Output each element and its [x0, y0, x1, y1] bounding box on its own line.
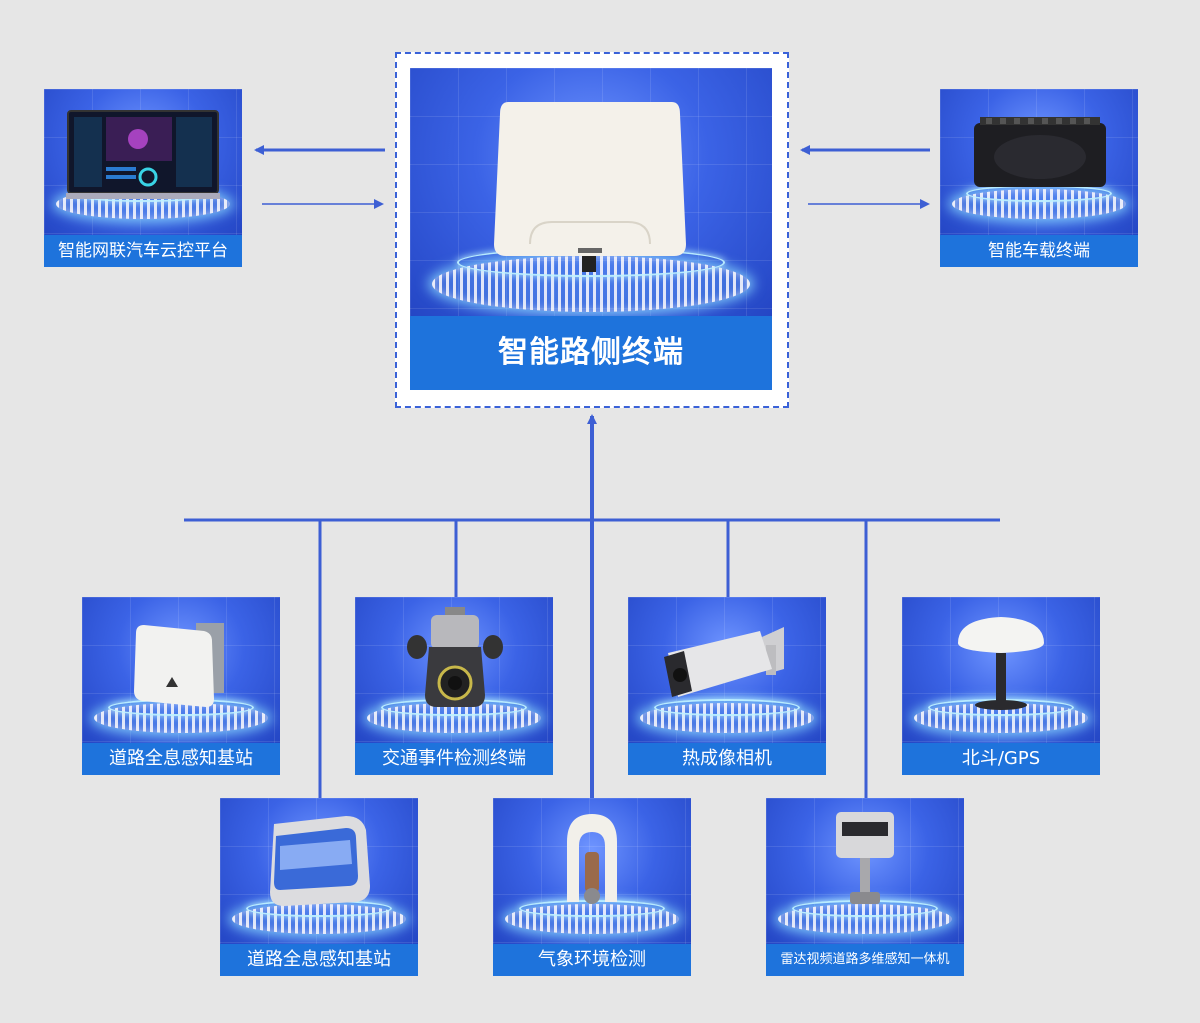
weather-sensor-icon	[567, 814, 617, 904]
sensor-card-beidou-gps[interactable]: 北斗/GPS	[902, 597, 1100, 775]
sensor-label: 交通事件检测终端	[355, 743, 553, 775]
center-label: 智能路侧终端	[410, 316, 772, 390]
monitor-dashboard-icon	[66, 110, 220, 199]
ptz-camera-icon	[407, 607, 503, 707]
cloud-platform-card[interactable]: 智能网联汽车云控平台	[44, 89, 242, 267]
sensor-label: 道路全息感知基站	[220, 944, 418, 976]
sensor-card-holographic-station-1[interactable]: 道路全息感知基站	[82, 597, 280, 775]
sensor-card-thermal-camera[interactable]: 热成像相机	[628, 597, 826, 775]
sensor-card-weather[interactable]: 气象环境检测	[493, 798, 691, 976]
vehicle-terminal-card[interactable]: 智能车载终端	[940, 89, 1138, 267]
lidar-unit-icon	[270, 816, 370, 906]
sensor-card-holographic-station-2[interactable]: 道路全息感知基站	[220, 798, 418, 976]
roadside-terminal-card[interactable]: 智能路侧终端	[410, 68, 772, 390]
sensor-label: 气象环境检测	[493, 944, 691, 976]
sensor-card-event-detection[interactable]: 交通事件检测终端	[355, 597, 553, 775]
vehicle-terminal-label: 智能车载终端	[940, 235, 1138, 267]
sensor-label: 道路全息感知基站	[82, 743, 280, 775]
thermal-camera-icon	[664, 627, 784, 697]
cloud-platform-label: 智能网联汽车云控平台	[44, 235, 242, 267]
sensor-card-radar-video[interactable]: 雷达视频道路多维感知一体机	[766, 798, 964, 976]
radar-video-icon	[836, 812, 894, 904]
sensor-label: 热成像相机	[628, 743, 826, 775]
sensor-label: 北斗/GPS	[902, 743, 1100, 775]
sensor-label: 雷达视频道路多维感知一体机	[766, 944, 964, 976]
gps-antenna-icon	[958, 617, 1044, 710]
roadside-unit-icon	[494, 102, 686, 272]
sensor-box-icon	[134, 623, 224, 707]
vehicle-unit-icon	[974, 117, 1106, 187]
